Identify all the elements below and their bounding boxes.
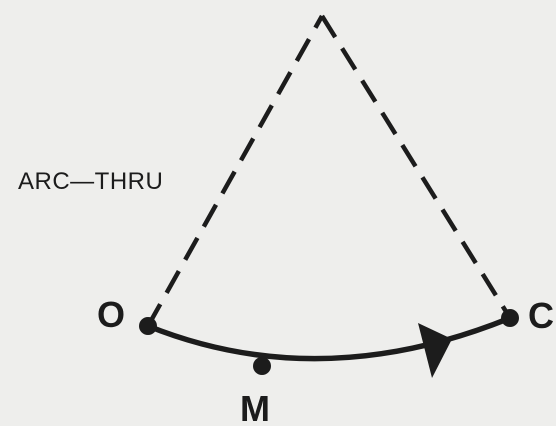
point-m (253, 357, 271, 375)
point-c (501, 309, 519, 327)
arc-thru-label: ARC—THRU (18, 168, 163, 195)
label-o: O (97, 294, 125, 335)
arc-path (145, 315, 513, 362)
arrowhead-icon (418, 323, 452, 378)
dashed-line-left (146, 14, 324, 328)
dashed-line-right (320, 14, 512, 320)
label-m: M (240, 388, 270, 426)
point-o (139, 317, 157, 335)
label-c: C (528, 295, 554, 336)
